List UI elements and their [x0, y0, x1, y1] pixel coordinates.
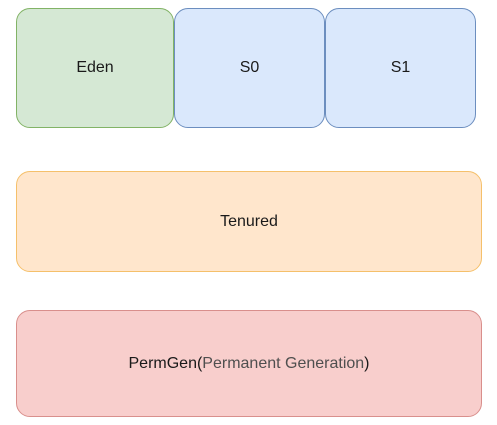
permgen-close: ) — [364, 354, 370, 372]
permgen-label: PermGen( — [128, 354, 203, 372]
eden-label: Eden — [76, 59, 114, 76]
permgen-label-wrapper: PermGen(Permanent Generation) — [129, 355, 370, 373]
survivor-s1-box: S1 — [325, 8, 476, 128]
tenured-label: Tenured — [220, 212, 278, 230]
s1-label: S1 — [390, 59, 411, 76]
s0-label: S0 — [239, 59, 260, 76]
permgen-space-box: PermGen(Permanent Generation) — [16, 310, 482, 417]
eden-space-box: Eden — [16, 8, 174, 128]
permgen-detail: Permanent Generation — [202, 354, 365, 372]
tenured-space-box: Tenured — [16, 171, 482, 272]
survivor-s0-box: S0 — [174, 8, 325, 128]
